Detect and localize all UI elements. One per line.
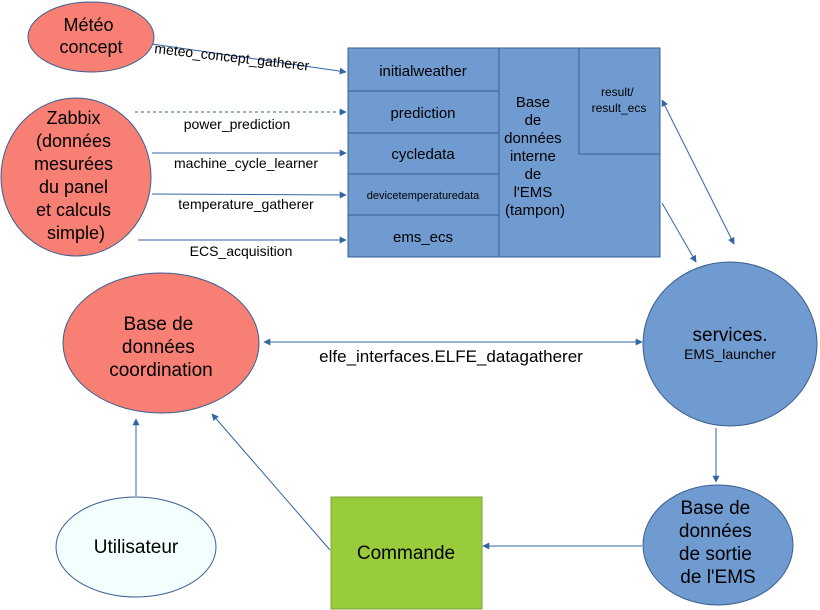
edge-db-services — [661, 202, 697, 263]
zabbix-line-5: et calculs — [36, 200, 111, 220]
db-caption-5: de — [525, 166, 542, 183]
node-sortie-db: Base de données de sortie de l'EMS — [642, 484, 794, 606]
utilisateur-label: Utilisateur — [94, 537, 179, 558]
sortie-line-3: de sortie — [679, 544, 752, 565]
edge-result-services — [661, 99, 735, 245]
result-line-2: result_ecs — [592, 101, 647, 115]
table-prediction: prediction — [390, 105, 455, 122]
table-initialweather: initialweather — [379, 63, 467, 80]
label-machine-cycle-learner: machine_cycle_learner — [174, 155, 318, 171]
services-title: services. — [693, 325, 768, 346]
label-power-prediction: power_prediction — [184, 116, 291, 132]
zabbix-line-6: simple) — [47, 223, 105, 243]
services-shape — [642, 261, 818, 427]
label-meteo-concept-gatherer: meteo_concept_gatherer — [154, 40, 311, 74]
sortie-line-4: de l'EMS — [680, 567, 755, 588]
node-utilisateur: Utilisateur — [55, 496, 217, 598]
label-temperature-gatherer: temperature_gatherer — [178, 196, 314, 212]
meteo-line-2: concept — [59, 37, 122, 57]
db-caption-7: (tampon) — [505, 202, 565, 219]
coordination-line-1: Base de — [123, 314, 193, 335]
coordination-line-3: coordination — [109, 360, 213, 381]
edges — [132, 43, 735, 551]
edge-meteo-initialweather — [151, 43, 347, 75]
zabbix-line-4: du panel — [39, 177, 108, 197]
meteo-concept-shape — [27, 1, 155, 73]
db-caption-2: de — [525, 112, 542, 129]
svg-text:Zabbix (données me: Zabbix (données mesurées du panel et cal… — [34, 108, 118, 243]
label-datagatherer: elfe_interfaces.ELFE_datagatherer — [319, 347, 583, 366]
table-ems-ecs: ems_ecs — [393, 229, 453, 246]
result-line-1: result/ — [601, 85, 634, 99]
zabbix-line-2: (données — [36, 131, 111, 151]
zabbix-shape — [0, 97, 152, 257]
utilisateur-shape — [55, 496, 217, 598]
db-result-label: result/ result_ecs — [592, 85, 647, 115]
zabbix-line-3: mesurées — [34, 154, 113, 174]
meteo-line-1: Météo — [63, 15, 113, 35]
table-cycledata: cycledata — [391, 146, 455, 163]
table-devicetemperaturedata: devicetemperaturedata — [367, 190, 480, 202]
sortie-line-2: données — [679, 521, 752, 542]
db-caption-1: Base — [516, 94, 550, 111]
ems-internal-database: initialweather prediction cycledata devi… — [347, 47, 661, 258]
db-caption-4: interne — [510, 148, 556, 165]
node-commande: Commande — [330, 496, 483, 610]
node-services-ems-launcher: services. EMS_launcher — [642, 261, 818, 427]
commande-label: Commande — [357, 543, 455, 564]
label-ecs-acquisition: ECS_acquisition — [190, 243, 293, 259]
coordination-shape — [62, 272, 260, 414]
db-caption-6: l'EMS — [514, 184, 553, 201]
sortie-line-1: Base de — [680, 498, 750, 519]
svg-text:Météo concept: Météo concept — [59, 15, 122, 57]
node-coordination-db: Base de données coordination — [62, 272, 260, 414]
node-meteo-concept: Météo concept — [27, 1, 155, 73]
edge-commande-coordination — [211, 413, 331, 551]
coordination-line-2: données — [122, 337, 195, 358]
services-subtitle: EMS_launcher — [684, 346, 776, 362]
sortie-shape — [642, 484, 794, 606]
zabbix-line-1: Zabbix — [46, 108, 100, 128]
db-caption-3: données — [504, 130, 562, 147]
commande-shape — [330, 496, 483, 610]
db-caption: Base de données interne de l'EMS (tampon… — [504, 94, 566, 219]
svg-text:Base de données co: Base de données coordination — [109, 314, 213, 381]
node-zabbix: Zabbix (données mesurées du panel et cal… — [0, 97, 152, 257]
edge-zabbix-devicetemp — [151, 191, 347, 199]
svg-text:Base de données de: Base de données de sortie de l'EMS — [679, 498, 757, 588]
db-result-box — [578, 47, 661, 155]
